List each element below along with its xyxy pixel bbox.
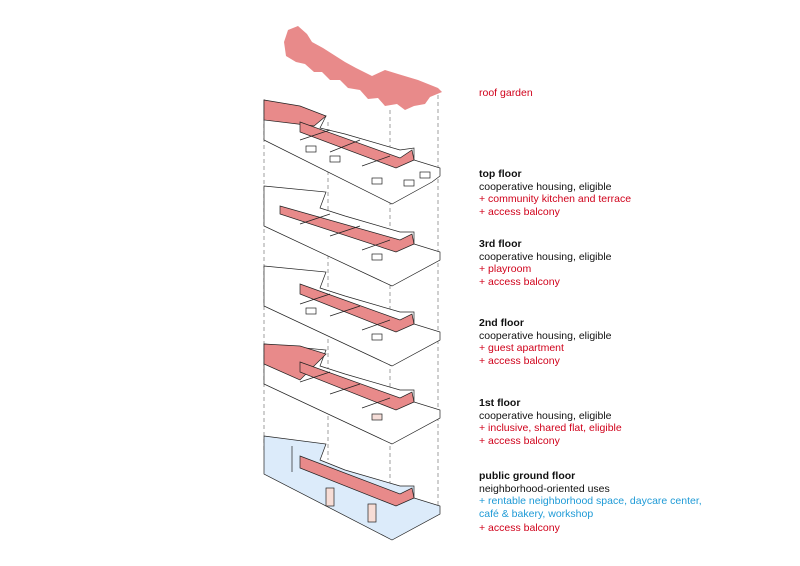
- floor-plate-2nd: [263, 265, 441, 367]
- floor-label-3rd: 3rd floor cooperative housing, eligible …: [479, 238, 612, 288]
- roof-garden-slab: [284, 26, 442, 110]
- roof-garden-label: roof garden: [479, 87, 533, 99]
- floor-label-ground: public ground floor neighborhood-oriente…: [479, 470, 702, 535]
- floor-extra: + access balcony: [479, 205, 560, 218]
- floor-extra: + inclusive, shared flat, eligible: [479, 422, 622, 435]
- floor-description: cooperative housing, eligible: [479, 409, 612, 422]
- roof-label-block: roof garden: [479, 87, 533, 100]
- floor-plate-top: [263, 99, 441, 205]
- floor-extra: + access balcony: [479, 434, 560, 447]
- floor-title: 1st floor: [479, 397, 521, 409]
- floor-label-1st: 1st floor cooperative housing, eligible …: [479, 397, 622, 447]
- floor-extra: + community kitchen and terrace: [479, 193, 632, 206]
- floor-public-extra: + rentable neighborhood space, daycare c…: [479, 495, 702, 508]
- floor-plate-1st: [263, 343, 441, 445]
- floor-title: top floor: [479, 168, 522, 180]
- floor-extra: + access balcony: [479, 275, 560, 288]
- floor-title: 2nd floor: [479, 317, 524, 329]
- floor-plate-ground: [263, 435, 441, 541]
- floor-description: cooperative housing, eligible: [479, 250, 612, 263]
- floor-plate-3rd: [263, 185, 441, 287]
- floor-public-extra: café & bakery, workshop: [479, 507, 594, 520]
- floor-description: neighborhood-oriented uses: [479, 482, 610, 495]
- floor-extra: + access balcony: [479, 354, 560, 367]
- floor-description: cooperative housing, eligible: [479, 180, 612, 193]
- floor-title: 3rd floor: [479, 238, 522, 250]
- floor-description: cooperative housing, eligible: [479, 329, 612, 342]
- floor-label-2nd: 2nd floor cooperative housing, eligible …: [479, 317, 612, 367]
- floor-extra: + access balcony: [479, 522, 560, 535]
- floor-label-top: top floor cooperative housing, eligible …: [479, 168, 631, 218]
- floor-title: public ground floor: [479, 470, 576, 482]
- floor-extra: + guest apartment: [479, 342, 564, 355]
- floor-extra: + playroom: [479, 263, 532, 276]
